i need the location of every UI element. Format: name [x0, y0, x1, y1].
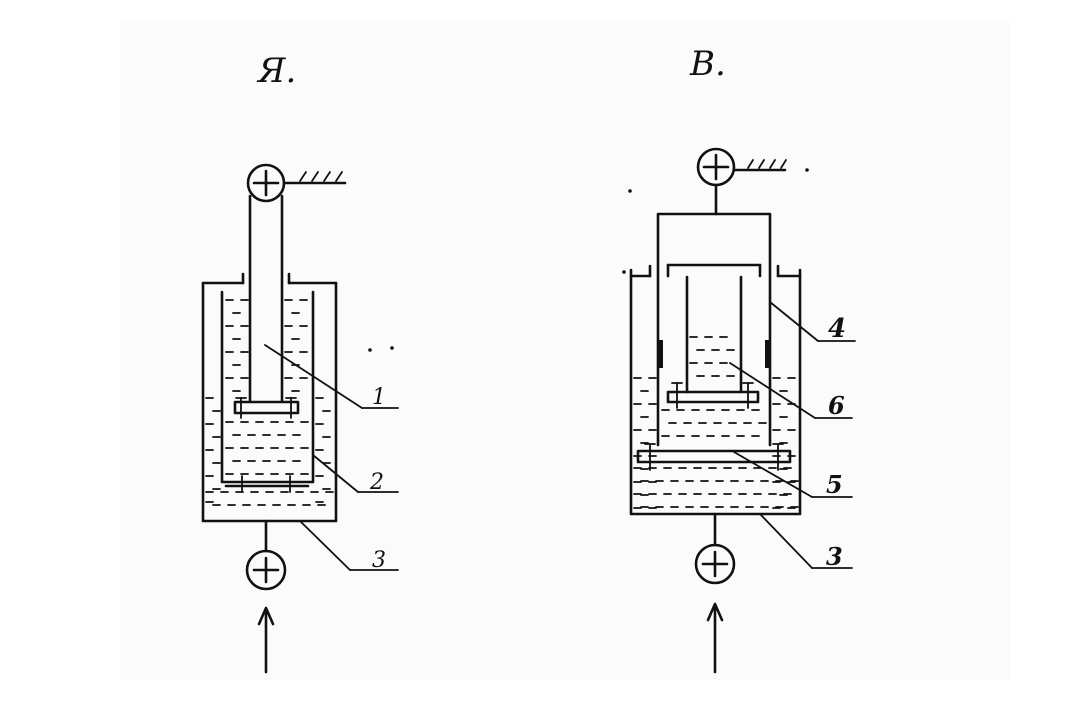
label-1: 1 — [372, 385, 386, 410]
panel-a: Я. — [201, 51, 399, 674]
panel-b: B. — [622, 44, 856, 674]
panel-a-title: Я. — [256, 51, 296, 91]
top-pulley-b — [696, 147, 787, 216]
label-2: 2 — [369, 470, 384, 495]
label-3-a: 3 — [372, 548, 386, 573]
bottom-sensor-b — [694, 512, 736, 585]
paper-sheet — [120, 20, 1010, 680]
speck — [368, 348, 372, 352]
liquid-a — [205, 299, 334, 506]
force-arrow-a — [257, 606, 275, 674]
liquid-b — [633, 336, 799, 509]
bottom-plate-a — [224, 475, 310, 493]
speck — [622, 270, 626, 274]
top-pulley-a — [246, 163, 347, 203]
cylinder-4 — [656, 212, 772, 447]
rod-a — [248, 194, 284, 402]
outer-vessel-a — [201, 272, 338, 523]
speck — [805, 168, 809, 172]
speck — [390, 346, 394, 350]
label-3-b: 3 — [826, 542, 843, 571]
leaders-a — [264, 344, 399, 571]
label-4: 4 — [828, 314, 846, 344]
inner-cup-6 — [685, 275, 743, 394]
label-5: 5 — [826, 470, 843, 499]
label-6: 6 — [828, 391, 845, 420]
plate-b-upper — [666, 382, 760, 409]
leaders-b — [729, 301, 856, 569]
force-arrow-b — [706, 602, 724, 674]
bottom-sensor-a — [245, 519, 287, 591]
plate-a — [233, 397, 300, 419]
speck — [628, 189, 632, 193]
panel-b-title: B. — [689, 44, 726, 84]
inner-cylinder-a — [220, 290, 315, 484]
